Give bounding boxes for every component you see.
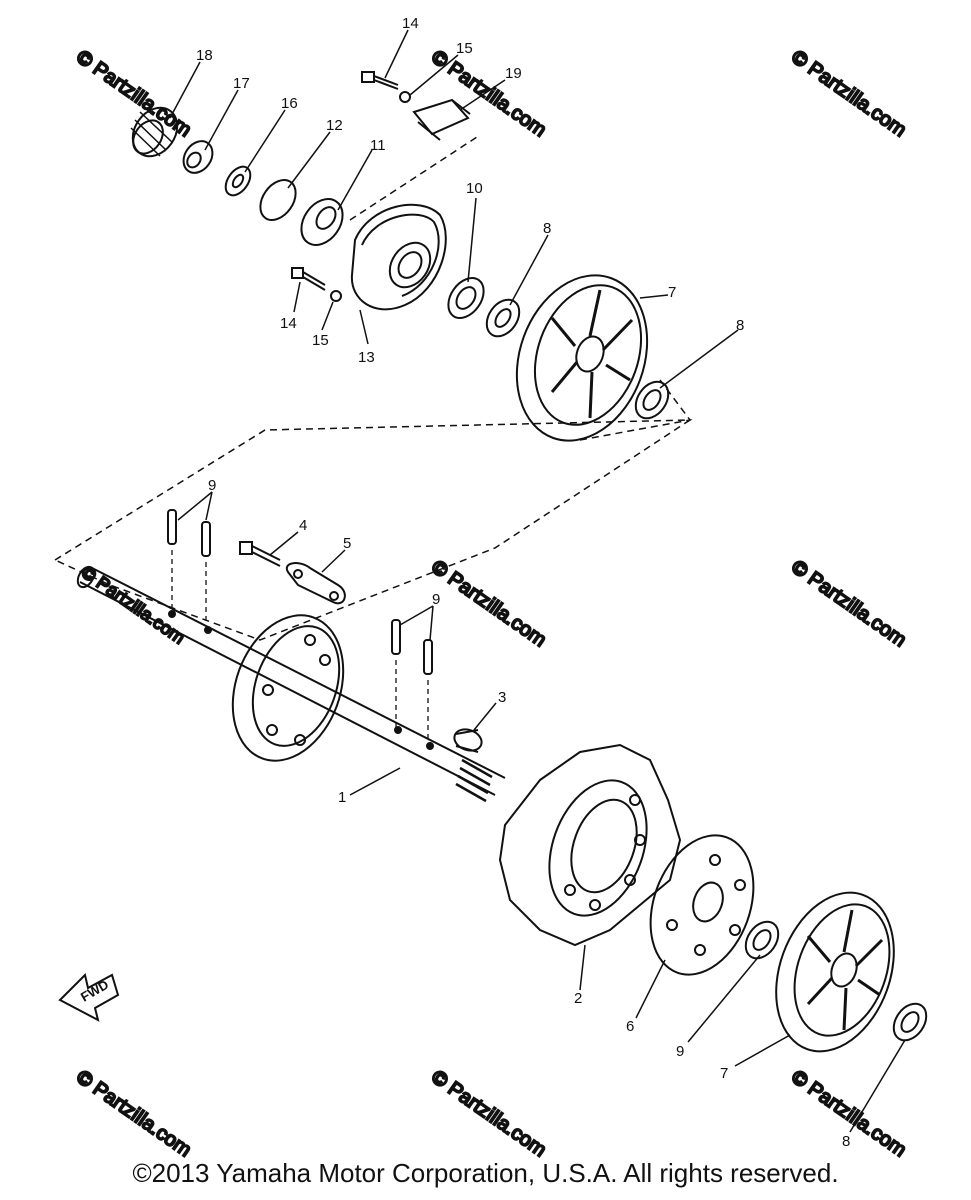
- callout-16: 16: [281, 95, 298, 112]
- part-1-shaft: [76, 565, 506, 803]
- part-9-pins-left: [167, 509, 211, 625]
- callout-8: 8: [842, 1133, 850, 1150]
- callout-15: 15: [312, 332, 329, 349]
- forward-arrow-icon: FWD: [58, 973, 120, 1022]
- part-hub-flange: [231, 614, 345, 762]
- assembly-outlines: [53, 134, 693, 641]
- callout-numbers: 18 17 16 12 11 14 15 19 10 8 7 8 14 15 1…: [196, 15, 850, 1150]
- callout-17: 17: [233, 75, 250, 92]
- lower-assembly-outline: [53, 419, 693, 641]
- callout-12: 12: [326, 117, 343, 134]
- callout-11: 11: [370, 137, 386, 154]
- part-8-collar-upper: [485, 298, 521, 338]
- callout-4: 4: [299, 517, 307, 534]
- callout-1: 1: [338, 789, 346, 806]
- callout-9: 9: [432, 591, 440, 608]
- callout-13: 13: [358, 349, 375, 366]
- callout-5: 5: [343, 535, 351, 552]
- callout-7: 7: [720, 1065, 728, 1082]
- part-4-bolt: [239, 541, 281, 567]
- watermark: © Partzilla.com: [787, 46, 910, 141]
- part-16-washer: [224, 165, 252, 197]
- callout-14: 14: [280, 315, 297, 332]
- part-9-washer-lower: [744, 920, 780, 960]
- part-18-cap: [130, 106, 179, 158]
- part-19-bracket: [412, 98, 471, 141]
- callout-7: 7: [668, 284, 676, 301]
- part-8-collar-upper-right: [634, 380, 670, 420]
- leader-lines: [169, 29, 906, 1133]
- part-15-washer-lower: [330, 290, 342, 302]
- watermark: © Partzilla.com: [72, 1066, 195, 1161]
- part-5-plate: [285, 562, 346, 605]
- part-7-wheel-upper: [515, 274, 649, 442]
- forward-label: FWD: [78, 977, 111, 1005]
- callout-19: 19: [505, 65, 522, 82]
- callout-9: 9: [208, 477, 216, 494]
- upper-assembly-outline: [579, 379, 692, 441]
- part-13-housing: [350, 203, 447, 311]
- callout-15: 15: [456, 40, 473, 57]
- watermark: © Partzilla.com: [427, 1066, 550, 1161]
- callout-14: 14: [402, 15, 419, 32]
- part-2-sprocket: [498, 743, 682, 947]
- callout-8: 8: [543, 220, 551, 237]
- watermark: © Partzilla.com: [427, 556, 550, 651]
- watermarks: © Partzilla.com © Partzilla.com © Partzi…: [71, 45, 911, 1162]
- callout-10: 10: [466, 180, 483, 197]
- part-10-bearing: [447, 277, 485, 319]
- part-11-bearing: [300, 198, 344, 246]
- callout-9: 9: [676, 1043, 684, 1060]
- copyright-notice: ©2013 Yamaha Motor Corporation, U.S.A. A…: [132, 1158, 839, 1188]
- callout-18: 18: [196, 47, 213, 64]
- callout-3: 3: [498, 689, 506, 706]
- callout-2: 2: [574, 990, 582, 1007]
- part-9-pins-right: [391, 619, 433, 745]
- part-14-bolt-upper: [361, 71, 399, 90]
- part-15-washer-upper: [399, 91, 411, 103]
- callout-8: 8: [736, 317, 744, 334]
- part-6-disc: [649, 834, 755, 976]
- watermark: © Partzilla.com: [787, 556, 910, 651]
- part-12-circlip: [259, 179, 297, 221]
- part-7-wheel-lower: [775, 891, 895, 1053]
- upper-assembly-outline: [349, 134, 481, 221]
- part-17-nut: [182, 140, 214, 174]
- part-3-collar: [453, 728, 483, 753]
- callout-6: 6: [626, 1018, 634, 1035]
- part-8-collar-lower: [892, 1002, 928, 1042]
- part-14-bolt-lower: [291, 267, 326, 291]
